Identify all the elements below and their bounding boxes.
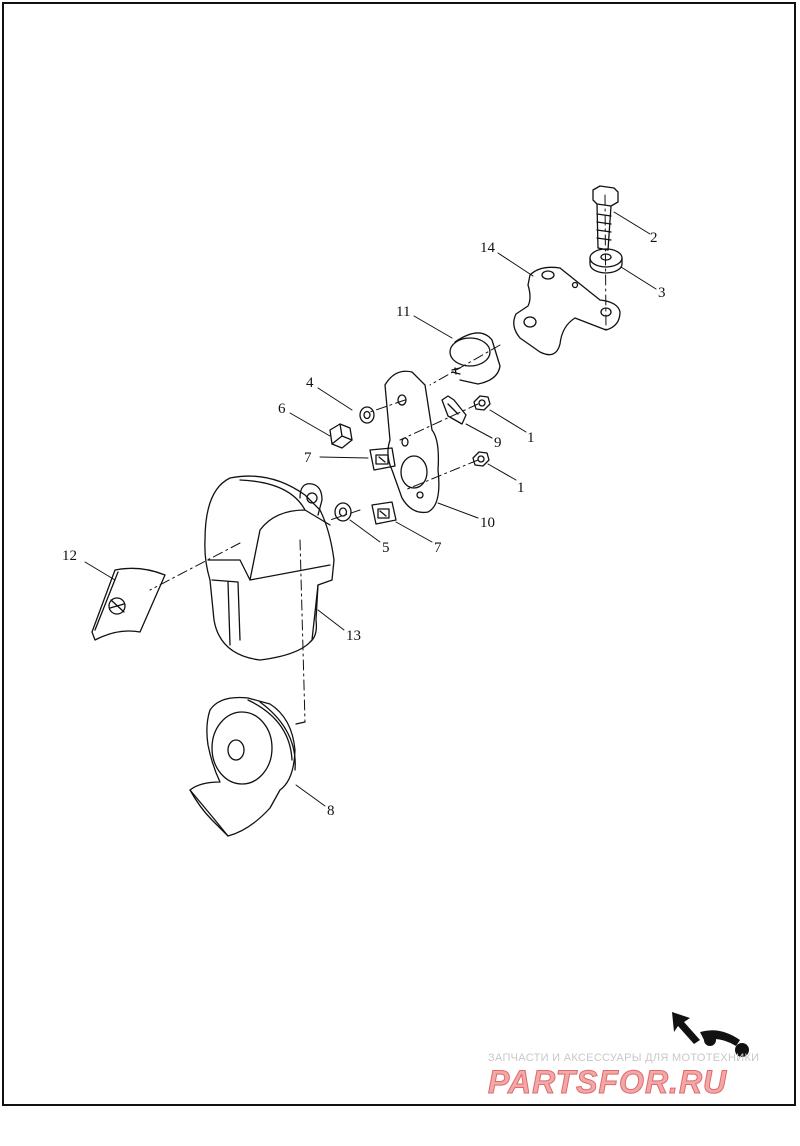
callout-1-upper: 1	[527, 430, 535, 446]
emblem-part-12	[91, 567, 166, 641]
callout-8: 8	[327, 803, 335, 819]
leader-lines	[84, 211, 657, 807]
callout-7-upper: 7	[304, 450, 312, 466]
washer-part-4	[359, 406, 375, 424]
washer-part-5	[334, 502, 352, 522]
assembly-lines	[149, 194, 607, 723]
washer-part-3	[589, 248, 623, 274]
callout-5: 5	[382, 540, 390, 556]
nut-part-1-upper	[473, 395, 491, 411]
plate-bracket-part-10	[384, 370, 440, 514]
callout-10: 10	[480, 515, 495, 531]
horn-cover-part-13	[204, 475, 335, 661]
diagram-frame	[2, 2, 796, 1106]
rubber-mount-part-11	[449, 332, 501, 385]
watermark-tagline: ЗАПЧАСТИ И АКСЕССУАРЫ ДЛЯ МОТОТЕХНИКИ	[488, 1052, 760, 1064]
callout-3: 3	[658, 285, 666, 301]
callout-7-lower: 7	[434, 540, 442, 556]
callout-14: 14	[480, 240, 496, 256]
clip-nut-part-7-lower	[371, 501, 397, 525]
watermark-motorcycle-icon	[672, 1012, 749, 1057]
callout-1-lower: 1	[517, 480, 525, 496]
callout-12: 12	[62, 548, 77, 564]
callout-6: 6	[278, 401, 286, 417]
horn-part-8	[189, 696, 306, 837]
watermark-logo: PARTSFOR.RU	[487, 1064, 728, 1101]
callout-11: 11	[396, 304, 410, 320]
callout-9: 9	[494, 435, 502, 451]
callout-2: 2	[650, 230, 658, 246]
clip-part-9	[441, 395, 467, 425]
clip-nut-part-7-upper	[369, 447, 396, 471]
callout-4: 4	[306, 375, 314, 391]
cap-nut-part-6	[329, 423, 353, 449]
bracket-part-14	[513, 266, 621, 356]
nut-part-1-lower	[472, 451, 490, 467]
callout-13: 13	[346, 628, 361, 644]
